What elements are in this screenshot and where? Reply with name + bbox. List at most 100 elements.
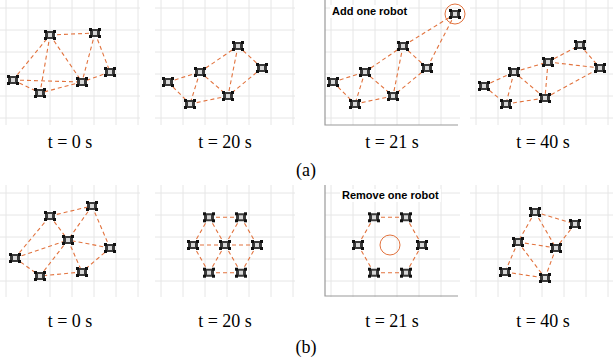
robot-sensor [188, 102, 192, 106]
link-line [40, 35, 50, 93]
robot-wheel [425, 247, 428, 250]
robot-sensor [191, 243, 195, 247]
robot-sensor [404, 271, 408, 275]
robot-wheel [104, 67, 107, 70]
link-line [228, 46, 238, 96]
robot-wheel [508, 267, 511, 270]
robot-sensor [356, 243, 360, 247]
robot-wheel [232, 48, 235, 51]
robot-wheel [594, 70, 597, 73]
robot-wheel [43, 278, 46, 281]
grid-line [138, 185, 139, 297]
event-note: Remove one robot [340, 189, 441, 202]
robot-wheel [569, 226, 572, 229]
grid-line [116, 185, 117, 297]
link-line [333, 82, 355, 104]
robot-wheel [162, 84, 165, 87]
subfigure-label: (a) [296, 160, 316, 180]
communication-links [13, 4, 600, 278]
robot-wheel [559, 243, 562, 246]
robot-icon [352, 240, 364, 250]
link-line [365, 72, 393, 96]
robot-sensor [554, 246, 558, 250]
robot-wheel [458, 9, 461, 12]
grid-line [0, 193, 140, 194]
robot-body [105, 68, 115, 76]
robot-wheel [400, 212, 403, 215]
robot-wheel [62, 235, 65, 238]
robot-wheel [594, 63, 597, 66]
robot-icon [512, 237, 524, 247]
robot-wheel [16, 75, 19, 78]
robot-sensor [166, 80, 170, 84]
robot-wheel [487, 88, 490, 91]
robot-wheel [16, 82, 19, 85]
robot-sensor [404, 215, 408, 219]
grid-line [331, 0, 332, 125]
robot-wheel [104, 74, 107, 77]
robots [7, 9, 606, 283]
grid-line [0, 30, 140, 31]
robot-wheel [569, 219, 572, 222]
robot-wheel [539, 280, 542, 283]
grid-line [325, 259, 460, 260]
robot-wheel [352, 247, 355, 250]
robot-icon [327, 77, 339, 87]
robot-wheel [113, 243, 116, 246]
grid-line [72, 0, 73, 125]
grid-line [470, 193, 613, 194]
robot-wheel [196, 240, 199, 243]
link-line [548, 62, 600, 68]
robot-icon [387, 91, 399, 101]
robot-icon [104, 243, 116, 253]
robot-wheel [368, 275, 371, 278]
link-line [365, 46, 403, 72]
robot-body [360, 68, 370, 76]
robot-wheel [550, 250, 553, 253]
robot-sensor [38, 91, 42, 95]
robot-wheel [538, 214, 541, 217]
link-line [518, 242, 545, 278]
link-line [200, 72, 228, 96]
robot-wheel [76, 267, 79, 270]
robot-sensor [533, 210, 537, 214]
grid-line [498, 0, 499, 125]
highlight-circle [445, 4, 465, 24]
robot-wheel [18, 253, 21, 256]
robot-sensor [516, 240, 520, 244]
link-line [15, 258, 40, 276]
robot-sensor [13, 256, 17, 260]
robot-body [195, 68, 205, 76]
link-line [95, 33, 110, 72]
robot-wheel [458, 16, 461, 19]
robot-wheel [113, 74, 116, 77]
robot-wheel [231, 98, 234, 101]
grid-background [0, 0, 613, 297]
robot-wheel [400, 275, 403, 278]
grid-line [325, 281, 460, 282]
robot-wheel [517, 67, 520, 70]
robot-wheel [409, 275, 412, 278]
grid-line [94, 0, 95, 125]
link-line [50, 35, 82, 82]
robot-body [398, 42, 408, 50]
robot-wheel [409, 268, 412, 271]
robot-body [540, 274, 550, 282]
link-line [393, 46, 403, 96]
link-line [535, 212, 575, 224]
robot-wheel [241, 48, 244, 51]
robot-wheel [583, 40, 586, 43]
robot-wheel [548, 280, 551, 283]
robot-wheel [409, 212, 412, 215]
robot-wheel [71, 242, 74, 245]
robot-wheel [551, 64, 554, 67]
robot-wheel [400, 219, 403, 222]
grid-line [155, 52, 295, 53]
robot-wheel [44, 218, 47, 221]
robot-wheel [235, 275, 238, 278]
grid-line [155, 259, 295, 260]
robot-wheel [550, 243, 553, 246]
robot-icon [499, 267, 511, 277]
robot-body [35, 272, 45, 280]
robot-wheel [449, 9, 452, 12]
